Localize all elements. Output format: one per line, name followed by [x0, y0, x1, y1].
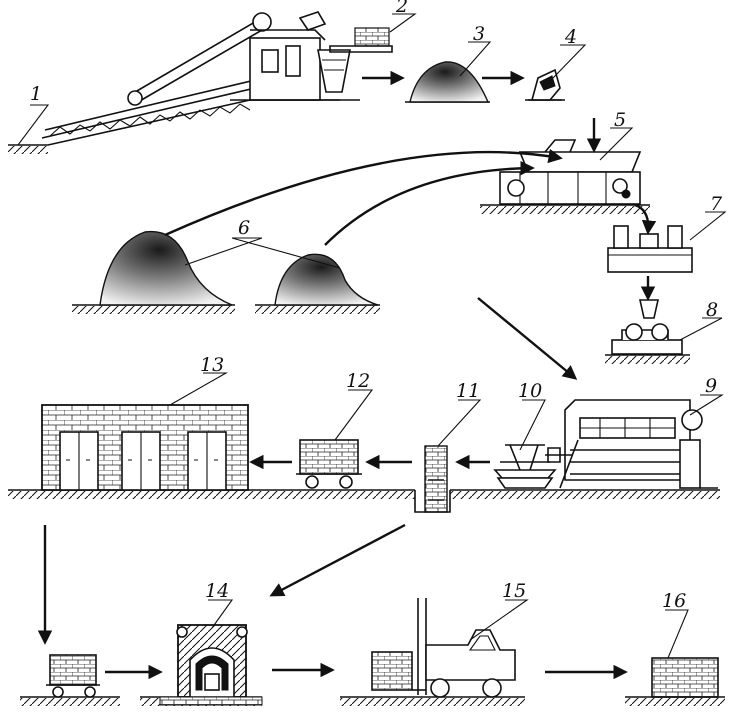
flow-arrows: [37, 70, 657, 680]
kiln-14: [159, 624, 263, 706]
label-3: 3: [473, 23, 485, 45]
label-6: 6: [238, 217, 250, 239]
extruder-press-9: [545, 399, 718, 489]
label-2: 2: [395, 0, 408, 17]
label-12: 12: [346, 370, 370, 392]
label-4: 4: [564, 26, 577, 48]
forklift-15: [371, 598, 516, 698]
labels: 1 2 3 4 5 6 7 8 9 10 11 12 13 14 15 16: [30, 0, 723, 612]
brick-stack-16: [651, 657, 719, 698]
label-9: 9: [705, 375, 717, 397]
drying-chambers-13: [41, 404, 249, 491]
label-1: 1: [30, 83, 42, 105]
cart-before-kiln: [46, 654, 100, 698]
mixer-8: [611, 299, 683, 355]
leader-lines: [17, 13, 727, 659]
clay-pile-3: [409, 61, 490, 103]
label-8: 8: [706, 299, 718, 321]
clay-piles-6: [99, 230, 379, 306]
clay-processor-5: [499, 139, 642, 205]
drying-cart-12: [296, 439, 362, 489]
excavator-machine: [41, 11, 393, 139]
cutter-10: [493, 444, 557, 489]
label-5: 5: [614, 109, 626, 131]
label-7: 7: [710, 193, 723, 215]
elevator-11: [414, 445, 451, 513]
label-13: 13: [200, 354, 224, 376]
label-14: 14: [205, 580, 229, 602]
roller-mill-7: [607, 225, 693, 273]
label-10: 10: [518, 380, 542, 402]
label-11: 11: [456, 380, 480, 402]
label-15: 15: [502, 580, 526, 602]
label-16: 16: [662, 590, 686, 612]
